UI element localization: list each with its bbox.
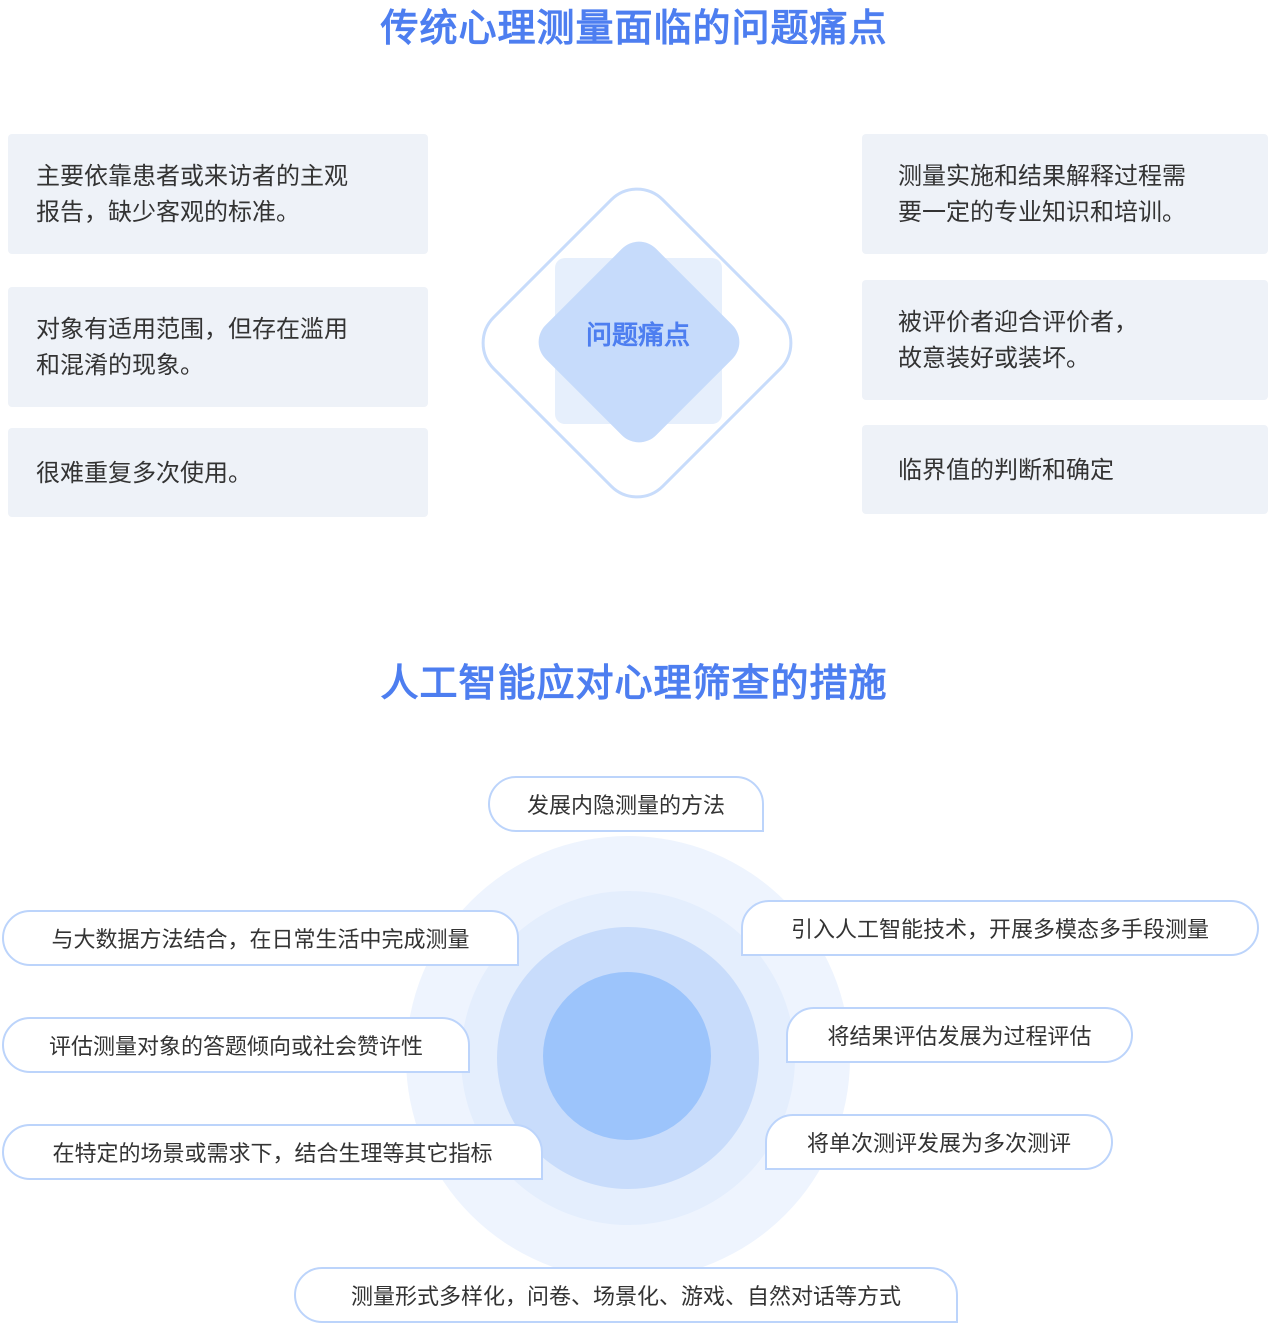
pain-card-faking: 被评价者迎合评价者， 故意装好或装坏。 [862,280,1268,400]
pain-card-line: 很难重复多次使用。 [36,458,252,487]
measure-process-eval: 将结果评估发展为过程评估 [786,1007,1133,1063]
pain-card-line: 主要依靠患者或来访者的主观 [36,162,348,190]
measure-big-data: 与大数据方法结合，在日常生活中完成测量 [2,910,519,966]
pain-card-line: 被评价者迎合评价者， [898,308,1138,336]
pain-card-line: 要一定的专业知识和培训。 [898,198,1186,226]
pain-card-line: 测量实施和结果解释过程需 [898,162,1186,190]
section-title-ai-measures: 人工智能应对心理筛查的措施 [380,661,888,705]
pain-card-line: 故意装好或装坏。 [898,344,1090,372]
pain-card-repeat: 很难重复多次使用。 [8,428,428,517]
measure-multimodal: 引入人工智能技术，开展多模态多手段测量 [741,900,1259,956]
ring-core [543,972,711,1140]
pain-card-threshold: 临界值的判断和确定 [862,425,1268,514]
measure-diverse-forms: 测量形式多样化，问卷、场景化、游戏、自然对话等方式 [294,1267,958,1323]
pain-card-scope: 对象有适用范围，但存在滥用 和混淆的现象。 [8,287,428,407]
pain-card-line: 对象有适用范围，但存在滥用 [36,315,348,343]
pain-card-subjective: 主要依靠患者或来访者的主观 报告，缺少客观的标准。 [8,134,428,254]
section-title-pain-points: 传统心理测量面临的问题痛点 [380,6,888,50]
pain-card-line: 和混淆的现象。 [36,351,204,379]
measure-physiological: 在特定的场景或需求下，结合生理等其它指标 [2,1124,543,1180]
measure-response-tendency: 评估测量对象的答题倾向或社会赞许性 [2,1017,470,1073]
pain-card-line: 临界值的判断和确定 [898,455,1114,484]
center-label: 问题痛点 [585,321,690,351]
pain-card-line: 报告，缺少客观的标准。 [36,198,300,226]
measure-implicit: 发展内隐测量的方法 [488,776,764,832]
measure-repeated-eval: 将单次测评发展为多次测评 [765,1114,1113,1170]
pain-card-expertise: 测量实施和结果解释过程需 要一定的专业知识和培训。 [862,134,1268,254]
